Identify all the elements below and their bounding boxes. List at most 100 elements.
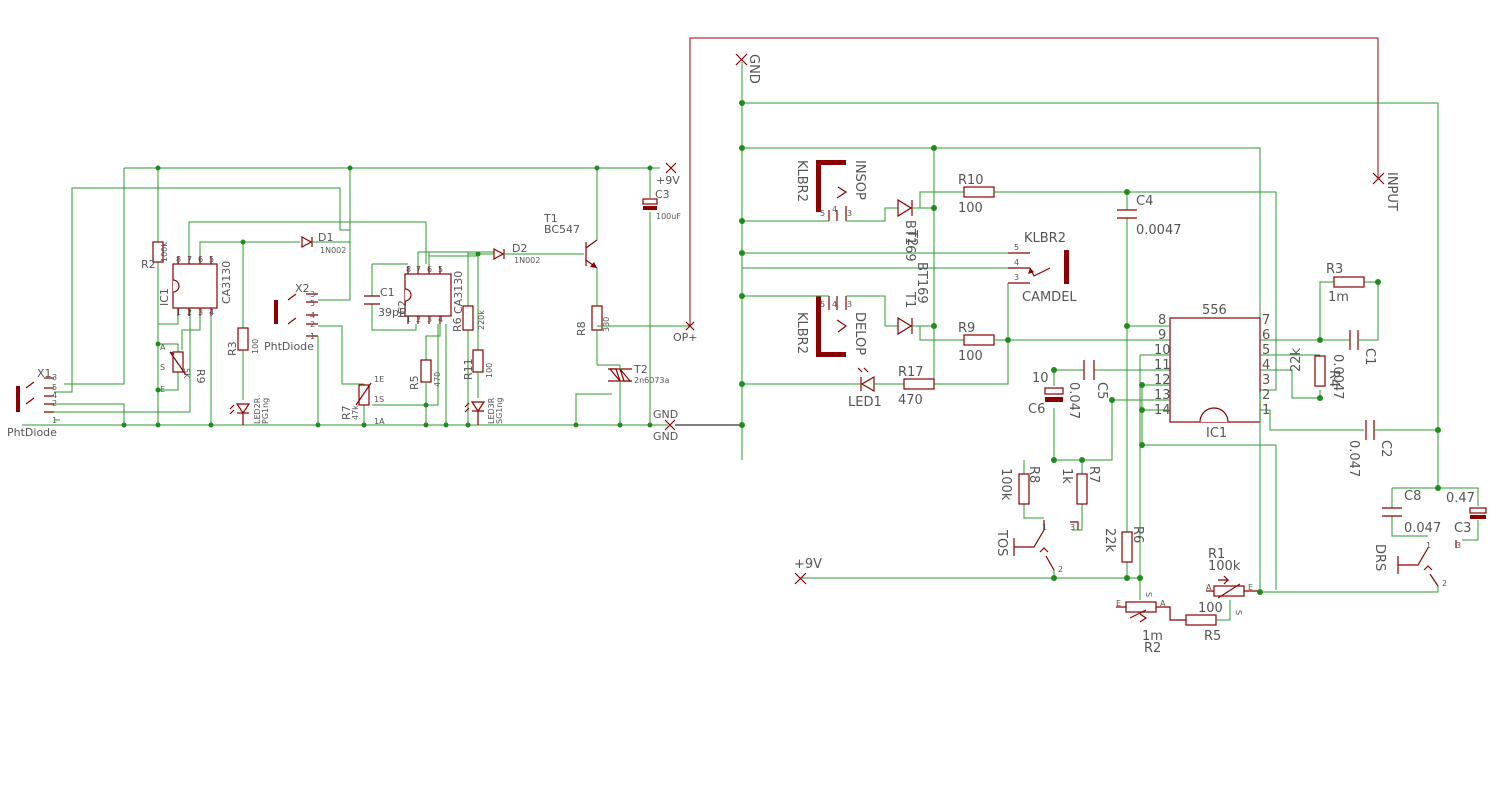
input-net-label: INPUT	[1384, 172, 1399, 211]
svg-text:GND: GND	[653, 408, 678, 421]
r9-resistor: R9 100	[958, 321, 1170, 364]
svg-text:1m: 1m	[1142, 629, 1163, 644]
svg-text:1A: 1A	[374, 417, 385, 426]
svg-text:3: 3	[1014, 273, 1019, 282]
svg-text:100: 100	[958, 349, 983, 364]
svg-text:BT169: BT169	[902, 220, 917, 262]
svg-text:R2: R2	[1144, 641, 1161, 656]
c2-capacitor: C2 0.047	[1346, 420, 1393, 477]
svg-text:5: 5	[438, 265, 443, 274]
svg-text:2: 2	[1058, 565, 1063, 574]
svg-text:R6: R6	[451, 317, 464, 332]
c3-capacitor: C3 100uF	[642, 168, 681, 425]
svg-text:LED1: LED1	[848, 395, 882, 410]
svg-text:DELOP: DELOP	[852, 312, 867, 355]
svg-text:1: 1	[406, 315, 411, 324]
klbr-insop-relay: 5 4 3 KLBR2 INSOP	[794, 160, 867, 221]
svg-text:R7: R7	[1086, 466, 1101, 483]
right-circuit: GND 5 4 3 KLBR2 INSOP T2 BT169 R10 100 C…	[735, 53, 1487, 656]
svg-text:1: 1	[176, 308, 181, 317]
svg-text:E: E	[160, 385, 165, 394]
svg-text:3: 3	[52, 373, 57, 382]
svg-text:CA3130: CA3130	[452, 271, 465, 314]
svg-text:3: 3	[847, 209, 852, 218]
svg-text:100: 100	[485, 363, 494, 378]
r4-resistor: R4 22k	[1289, 347, 1341, 387]
svg-text:D1: D1	[318, 231, 333, 244]
svg-text:2: 2	[310, 320, 315, 329]
drs-switch: 1 3 2 DRS	[1372, 540, 1461, 588]
svg-text:IC1: IC1	[158, 288, 171, 306]
svg-text:C1: C1	[380, 286, 395, 299]
x1-name: X1	[37, 367, 52, 380]
svg-text:3: 3	[198, 308, 203, 317]
svg-text:0.0047: 0.0047	[1136, 223, 1182, 238]
svg-text:5: 5	[310, 299, 315, 308]
svg-text:R3: R3	[1326, 262, 1343, 277]
svg-text:C4: C4	[1136, 194, 1153, 209]
led1-indicator: LED1	[742, 367, 882, 410]
svg-text:100uF: 100uF	[656, 212, 681, 221]
svg-text:R5: R5	[1204, 629, 1221, 644]
r3-resistor: R3 100	[226, 242, 260, 400]
c3-capacitor: 0.47 C3	[1438, 487, 1487, 541]
left-circuit: X1 PhtDiode 3 5 4 2 1 R2 100k IC1 CA3130…	[7, 37, 1379, 443]
r8-resistor: R8 330	[575, 305, 611, 365]
svg-text:E: E	[1116, 599, 1121, 608]
r5-resistor: 100 R5	[1185, 600, 1231, 644]
svg-text:1E: 1E	[374, 375, 384, 384]
svg-text:2: 2	[187, 308, 192, 317]
svg-text:10: 10	[1154, 343, 1171, 358]
svg-text:TOS: TOS	[994, 529, 1009, 556]
r11-resistor: R11 100	[462, 349, 494, 398]
svg-text:R17: R17	[898, 365, 924, 380]
vcc-net-label: +9V	[656, 174, 680, 187]
r5-resistor: R5 470	[408, 359, 442, 425]
svg-text:9: 9	[1158, 328, 1166, 343]
svg-text:12: 12	[1154, 373, 1171, 388]
svg-text:1: 1	[310, 332, 315, 341]
c8-capacitor: C8 0.047	[1382, 487, 1441, 537]
svg-text:1: 1	[1426, 541, 1431, 550]
svg-text:1k: 1k	[1059, 468, 1074, 484]
svg-text:4: 4	[1014, 258, 1019, 267]
svg-text:1N002: 1N002	[320, 246, 346, 255]
svg-text:C3: C3	[1454, 521, 1471, 536]
c4-capacitor: C4 0.0047	[1117, 192, 1182, 326]
t2-thyristor: T2 BT169	[897, 191, 964, 262]
svg-text:100k: 100k	[160, 242, 169, 262]
x2-connector: X2 PhtDiode 3 5 4 2 1	[264, 282, 318, 353]
svg-text:8: 8	[1158, 313, 1166, 328]
c1-capacitor: C1 0.0047	[1330, 330, 1377, 400]
svg-text:2: 2	[1262, 388, 1270, 403]
svg-text:5: 5	[820, 209, 825, 218]
t1-thyristor: T1 BT169	[897, 262, 964, 341]
svg-text:3: 3	[1070, 523, 1075, 532]
svg-text:R9: R9	[194, 369, 207, 384]
svg-text:PhtDiode: PhtDiode	[264, 340, 314, 353]
ic1-opamp: IC1 CA3130 8 7 6 5 1 2 3 4	[158, 255, 233, 317]
x1-connector: X1 PhtDiode 3 5 4 2 1	[7, 367, 57, 439]
svg-text:T2: T2	[633, 363, 648, 376]
svg-text:0.0047: 0.0047	[1330, 354, 1345, 400]
svg-text:11: 11	[1154, 358, 1171, 373]
r8-resistor: R8 100k	[998, 460, 1044, 519]
op-net-label: OP+	[673, 331, 698, 344]
svg-text:4: 4	[832, 205, 837, 214]
svg-text:S: S	[1144, 592, 1153, 597]
svg-text:13: 13	[1154, 388, 1171, 403]
svg-text:5: 5	[820, 300, 825, 309]
svg-text:556: 556	[1202, 303, 1227, 318]
r9-trimmer: R9 5K A S E	[158, 343, 207, 394]
svg-text:1m: 1m	[1328, 290, 1349, 305]
svg-text:2: 2	[416, 315, 421, 324]
svg-text:100: 100	[251, 339, 260, 354]
svg-text:4: 4	[1262, 358, 1270, 373]
svg-text:R11: R11	[462, 358, 475, 380]
svg-text:100k: 100k	[998, 468, 1013, 501]
r6-resistor: R6 22k	[1102, 326, 1145, 578]
svg-text:0.047: 0.047	[1404, 521, 1441, 536]
svg-text:470: 470	[898, 393, 923, 408]
svg-text:BT169: BT169	[914, 262, 929, 304]
